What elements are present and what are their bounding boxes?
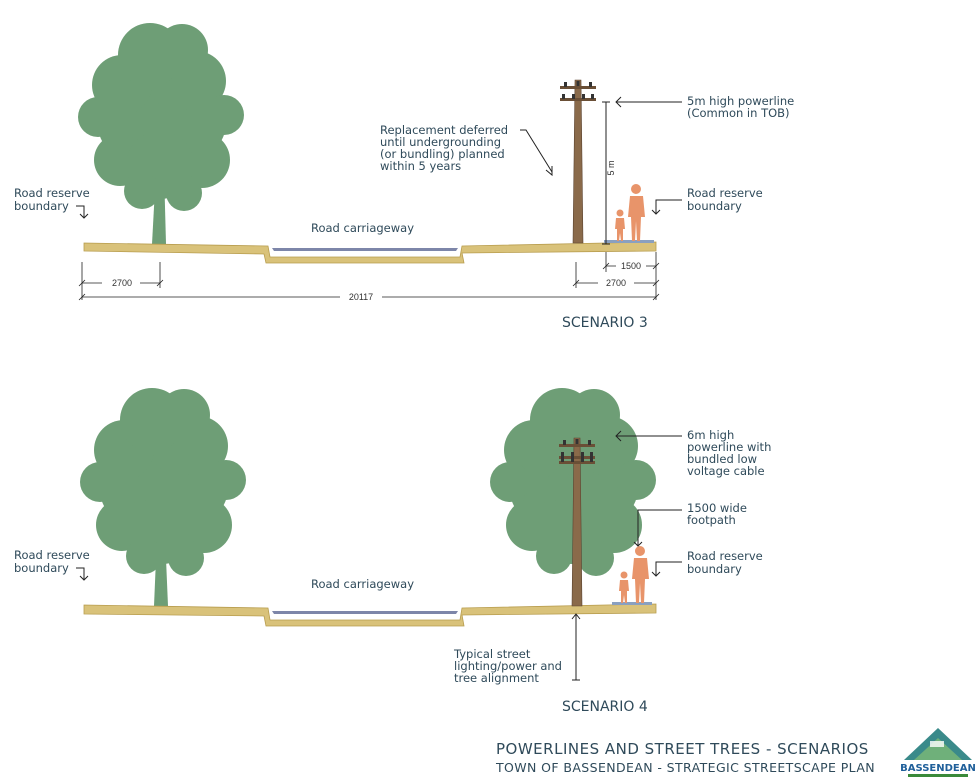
dimension-lines (78, 252, 660, 301)
alignment-note-2: lighting/power and (454, 659, 562, 673)
powerline-note-arrow (615, 96, 682, 108)
dim-footpath: 1500 (621, 261, 641, 271)
pole-height-label: 5 m (606, 160, 616, 175)
ground-profile (83, 602, 657, 627)
power-pole (560, 79, 596, 244)
alignment-note-arrow (571, 613, 581, 681)
page-title: POWERLINES AND STREET TREES - SCENARIOS (496, 740, 869, 758)
road-reserve-right-label-2: boundary (687, 562, 742, 576)
power-pole (559, 437, 595, 607)
road-reserve-left-label-1: Road reserve (14, 548, 90, 562)
road-reserve-left-arrow (76, 205, 89, 219)
dim-right-verge: 2700 (606, 278, 626, 288)
powerline-note-4: voltage cable (687, 464, 765, 478)
replacement-note-1: Replacement deferred (380, 123, 508, 137)
left-tree (78, 23, 244, 244)
road-reserve-left-arrow (76, 567, 89, 581)
powerline-note-1: 6m high (687, 428, 734, 442)
road-reserve-right-label-2: boundary (687, 199, 742, 213)
powerline-note-2: powerline with (687, 440, 771, 454)
scenario-4-label: SCENARIO 4 (562, 699, 648, 715)
road-reserve-right-label-1: Road reserve (687, 549, 763, 563)
road-carriageway-label: Road carriageway (311, 221, 414, 235)
pole-height-dimension (602, 101, 610, 245)
powerline-note-3: bundled low (687, 452, 757, 466)
alignment-note-1: Typical street (453, 647, 531, 661)
replacement-note-4: within 5 years (380, 159, 461, 173)
town-logo: BASSENDEAN (900, 728, 976, 777)
alignment-note-3: tree alignment (454, 671, 539, 685)
ground-profile (83, 240, 657, 264)
footpath-note-arrow (633, 509, 682, 547)
pedestrians (619, 546, 649, 603)
road-reserve-left-label-2: boundary (14, 199, 69, 213)
scenario-4: Road reserve boundary Road carriageway 6… (14, 388, 771, 715)
dim-total: 20117 (349, 292, 373, 302)
footpath-note-1: 1500 wide (687, 501, 747, 515)
scenario-3: Road reserve boundary Road carriageway R… (14, 23, 794, 331)
replacement-note-3: (or bundling) planned (380, 147, 505, 161)
powerline-note-2: (Common in TOB) (687, 106, 790, 120)
road-reserve-right-label-1: Road reserve (687, 186, 763, 200)
powerline-note-arrow (615, 430, 682, 442)
footpath-note-2: footpath (687, 513, 736, 527)
scenario-3-label: SCENARIO 3 (562, 315, 648, 331)
powerline-note-1: 5m high powerline (687, 94, 794, 108)
logo-text: BASSENDEAN (900, 763, 976, 774)
left-tree (80, 388, 246, 606)
replacement-note-arrow (520, 129, 553, 177)
pedestrians (615, 184, 645, 241)
road-reserve-left-label-2: boundary (14, 561, 69, 575)
road-carriageway-label: Road carriageway (311, 577, 414, 591)
road-reserve-right-arrow (651, 199, 682, 215)
road-reserve-left-label-1: Road reserve (14, 186, 90, 200)
road-reserve-right-arrow (651, 561, 682, 577)
replacement-note-2: until undergrounding (380, 135, 501, 149)
page-subtitle: TOWN OF BASSENDEAN - STRATEGIC STREETSCA… (495, 760, 875, 775)
dim-left-verge: 2700 (112, 278, 132, 288)
